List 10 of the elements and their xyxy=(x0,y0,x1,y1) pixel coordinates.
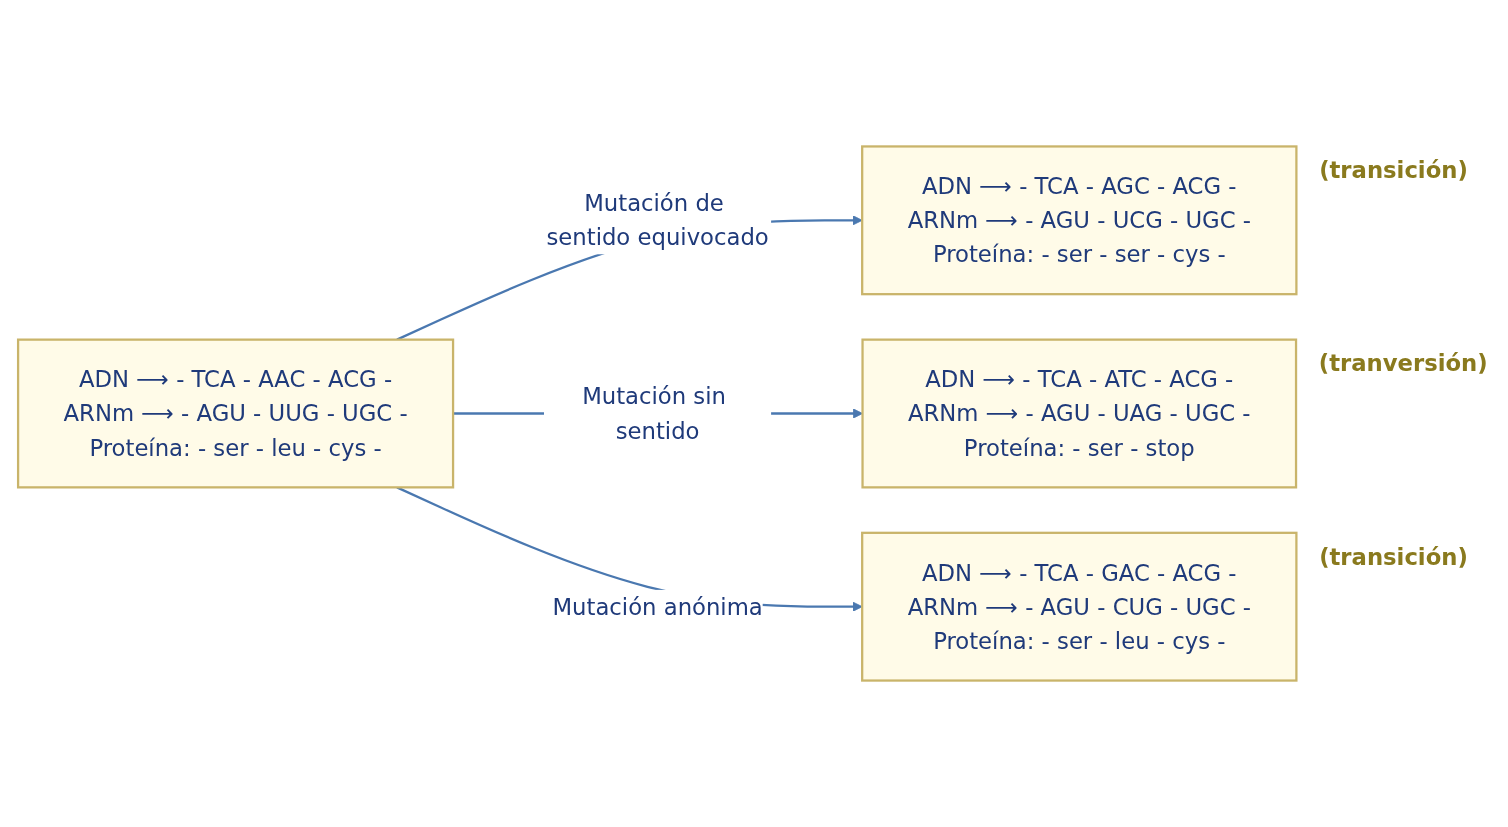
mutation-type-note: (transición) xyxy=(1319,543,1468,570)
mutation-type-note: (tranversión) xyxy=(1318,350,1488,377)
mutation-type-note: (transición) xyxy=(1319,157,1468,184)
node-box: ADN ⟶ - TCA - AGC - ACG - ARNm ⟶ - AGU - UCG - UGC - Proteína: - ser - ser - cys - xyxy=(861,145,1298,296)
node-box: ADN ⟶ - TCA - AAC - ACG - ARNm ⟶ - AGU - UUG - UGC - Proteína: - ser - leu - cys - xyxy=(16,338,455,489)
edge-label: Mutación sin sentido xyxy=(582,382,726,445)
node-box: ADN ⟶ - TCA - ATC - ACG - ARNm ⟶ - AGU - UAG - UGC - Proteína: - ser - stop xyxy=(861,338,1298,489)
edge-label: Mutación de sentido equivocado xyxy=(546,189,769,251)
edge-label: Mutación anónima xyxy=(552,593,763,621)
node-box: ADN ⟶ - TCA - GAC - ACG - ARNm ⟶ - AGU - CUG - UGC - Proteína: - ser - leu - cys - xyxy=(861,531,1298,682)
